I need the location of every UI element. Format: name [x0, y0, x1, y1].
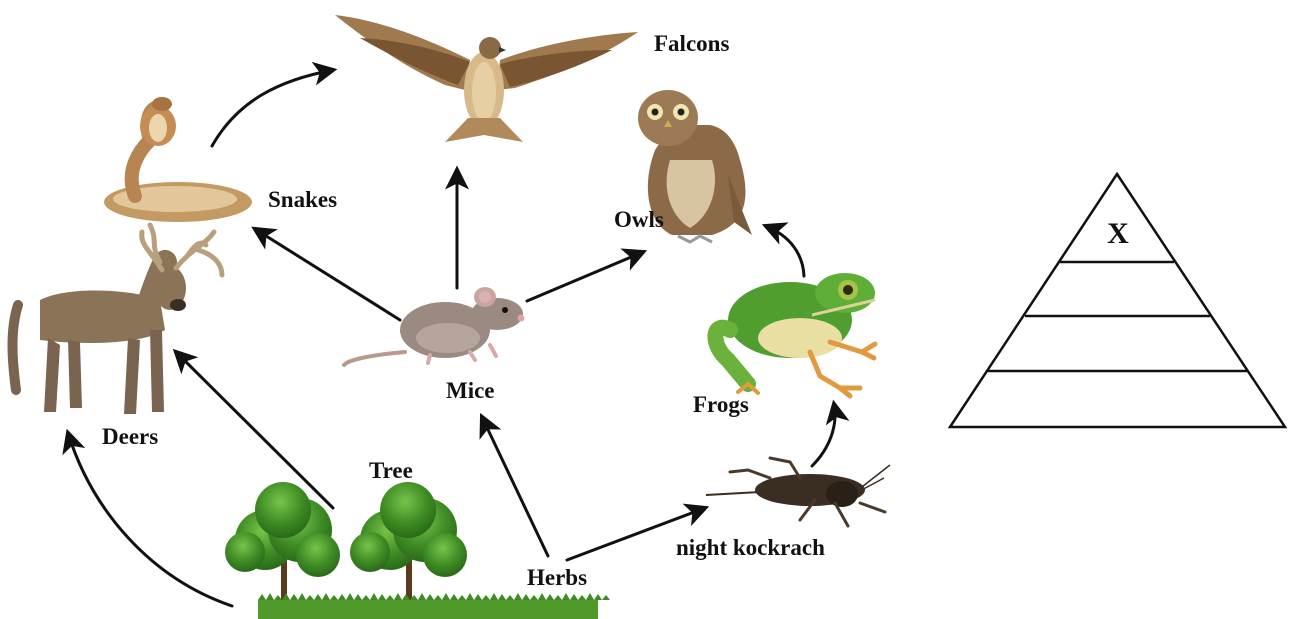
- label-falcons: Falcons: [654, 31, 729, 56]
- label-herbs: Herbs: [527, 565, 587, 590]
- arrow-mice-to-snakes: [255, 229, 400, 320]
- label-snakes: Snakes: [268, 187, 337, 212]
- tree-image: [225, 482, 467, 605]
- deer-image: [13, 225, 223, 414]
- pyramid-outline: [950, 174, 1285, 427]
- label-deers: Deers: [102, 424, 158, 449]
- arrow-snakes-to-falcons: [212, 70, 333, 146]
- ecological-pyramid: [950, 174, 1285, 427]
- arrow-herbs-to-mice: [482, 417, 548, 556]
- frog-image: [715, 273, 875, 396]
- snake-image: [104, 97, 252, 222]
- pyramid-top-label: X: [1107, 217, 1129, 250]
- label-frogs: Frogs: [693, 392, 749, 417]
- arrow-frogs-to-owls: [766, 226, 804, 276]
- grass-strip: [258, 593, 610, 619]
- mouse-image: [344, 287, 525, 365]
- label-owls: Owls: [614, 207, 664, 232]
- label-tree: Tree: [369, 458, 413, 483]
- falcon-image: [335, 15, 638, 142]
- arrow-tree-to-deers: [176, 352, 333, 508]
- arrow-ground-to-deers: [68, 433, 232, 606]
- arrow-mice-to-owls: [527, 252, 643, 301]
- arrow-cricket-to-frogs: [812, 404, 835, 466]
- label-mice: Mice: [446, 378, 495, 403]
- label-night-kockrach: night kockrach: [676, 535, 825, 560]
- cricket-image: [706, 458, 890, 526]
